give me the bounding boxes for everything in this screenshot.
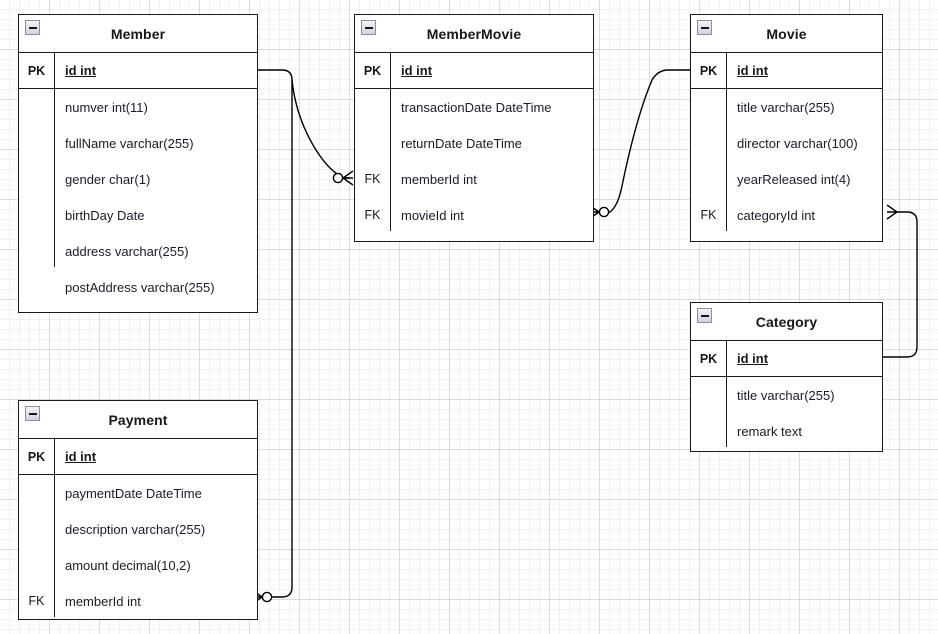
key-label: PK bbox=[699, 351, 718, 366]
entity-bottom-padding bbox=[691, 449, 882, 463]
entity-bottom-padding bbox=[19, 305, 257, 319]
key-label: FK bbox=[28, 594, 45, 608]
entity-payment-fields: PK id int paymentDate DateTime descripti… bbox=[19, 439, 257, 619]
key-label: FK bbox=[700, 208, 717, 222]
entity-category[interactable]: Category PK id int title varchar(255) re… bbox=[690, 302, 883, 452]
column-divider bbox=[726, 341, 727, 447]
entity-category-title-bar[interactable]: Category bbox=[691, 303, 882, 341]
field-name: movieId int bbox=[401, 207, 464, 223]
field-name: memberId int bbox=[65, 593, 141, 609]
field-row-director[interactable]: director varchar(100) bbox=[691, 125, 882, 161]
field-row-remark[interactable]: remark text bbox=[691, 413, 882, 449]
field-name: postAddress varchar(255) bbox=[65, 279, 215, 295]
field-name: birthDay Date bbox=[65, 207, 145, 223]
field-name: title varchar(255) bbox=[737, 99, 835, 115]
field-name: memberId int bbox=[401, 171, 477, 187]
field-name: amount decimal(10,2) bbox=[65, 557, 191, 573]
entity-member-title-bar[interactable]: Member bbox=[19, 15, 257, 53]
entity-member-name: Member bbox=[110, 25, 166, 42]
field-name: id int bbox=[65, 63, 97, 78]
entity-bottom-padding bbox=[355, 233, 593, 247]
column-divider bbox=[54, 439, 55, 617]
entity-movie-fields: PK id int title varchar(255) director va… bbox=[691, 53, 882, 247]
entity-member-fields: PK id int numver int(11) fullName varcha… bbox=[19, 53, 257, 319]
field-name: yearReleased int(4) bbox=[737, 171, 851, 187]
field-row-memberid[interactable]: FK memberId int bbox=[355, 161, 593, 197]
field-row-numver[interactable]: numver int(11) bbox=[19, 89, 257, 125]
collapse-minus-icon[interactable] bbox=[697, 20, 712, 35]
field-row-id[interactable]: PK id int bbox=[691, 341, 882, 377]
field-row-returndate[interactable]: returnDate DateTime bbox=[355, 125, 593, 161]
field-name: fullName varchar(255) bbox=[65, 135, 194, 151]
collapse-minus-icon[interactable] bbox=[361, 20, 376, 35]
entity-movie-name: Movie bbox=[766, 25, 807, 42]
field-name: paymentDate DateTime bbox=[65, 485, 202, 501]
column-divider bbox=[54, 53, 55, 267]
field-row-id[interactable]: PK id int bbox=[19, 53, 257, 89]
field-row-categoryid[interactable]: FK categoryId int bbox=[691, 197, 882, 233]
entity-category-fields: PK id int title varchar(255) remark text bbox=[691, 341, 882, 463]
key-label: PK bbox=[363, 63, 382, 78]
entity-payment-title-bar[interactable]: Payment bbox=[19, 401, 257, 439]
field-row-id[interactable]: PK id int bbox=[19, 439, 257, 475]
field-name: address varchar(255) bbox=[65, 243, 189, 259]
field-name: transactionDate DateTime bbox=[401, 99, 552, 115]
field-name: gender char(1) bbox=[65, 171, 151, 187]
field-row-amount[interactable]: amount decimal(10,2) bbox=[19, 547, 257, 583]
field-row-title[interactable]: title varchar(255) bbox=[691, 89, 882, 125]
entity-payment[interactable]: Payment PK id int paymentDate DateTime d… bbox=[18, 400, 258, 620]
entity-movie[interactable]: Movie PK id int title varchar(255) direc… bbox=[690, 14, 883, 242]
entity-membermovie-title-bar[interactable]: MemberMovie bbox=[355, 15, 593, 53]
field-name: id int bbox=[737, 351, 769, 366]
entity-movie-title-bar[interactable]: Movie bbox=[691, 15, 882, 53]
field-name: id int bbox=[65, 449, 97, 464]
key-label: FK bbox=[364, 208, 381, 222]
column-divider bbox=[726, 53, 727, 231]
field-name: id int bbox=[401, 63, 433, 78]
key-label: PK bbox=[27, 449, 46, 464]
field-row-movieid[interactable]: FK movieId int bbox=[355, 197, 593, 233]
field-row-gender[interactable]: gender char(1) bbox=[19, 161, 257, 197]
field-row-description[interactable]: description varchar(255) bbox=[19, 511, 257, 547]
field-row-memberid[interactable]: FK memberId int bbox=[19, 583, 257, 619]
field-row-birthday[interactable]: birthDay Date bbox=[19, 197, 257, 233]
field-row-paymentdate[interactable]: paymentDate DateTime bbox=[19, 475, 257, 511]
field-row-yearreleased[interactable]: yearReleased int(4) bbox=[691, 161, 882, 197]
field-name: categoryId int bbox=[737, 207, 816, 223]
collapse-minus-icon[interactable] bbox=[697, 308, 712, 323]
field-name: returnDate DateTime bbox=[401, 135, 522, 151]
key-label: PK bbox=[699, 63, 718, 78]
key-label: FK bbox=[364, 172, 381, 186]
relationship-movie-membermovie[interactable] bbox=[588, 69, 690, 220]
relationship-member-payment[interactable] bbox=[251, 130, 293, 605]
field-row-id[interactable]: PK id int bbox=[355, 53, 593, 89]
entity-membermovie-fields: PK id int transactionDate DateTime retur… bbox=[355, 53, 593, 247]
field-name: numver int(11) bbox=[65, 99, 148, 115]
entity-category-name: Category bbox=[755, 313, 818, 330]
entity-membermovie[interactable]: MemberMovie PK id int transactionDate Da… bbox=[354, 14, 594, 242]
field-row-fullname[interactable]: fullName varchar(255) bbox=[19, 125, 257, 161]
field-row-id[interactable]: PK id int bbox=[691, 53, 882, 89]
field-row-address[interactable]: address varchar(255) bbox=[19, 233, 257, 269]
field-row-postaddress[interactable]: postAddress varchar(255) bbox=[19, 269, 257, 305]
entity-bottom-padding bbox=[691, 233, 882, 247]
key-label: PK bbox=[27, 63, 46, 78]
field-name: title varchar(255) bbox=[737, 387, 835, 403]
entity-membermovie-name: MemberMovie bbox=[426, 25, 522, 42]
field-name: remark text bbox=[737, 423, 803, 439]
field-name: description varchar(255) bbox=[65, 521, 206, 537]
entity-member[interactable]: Member PK id int numver int(11) fullName… bbox=[18, 14, 258, 313]
relationship-movie-category[interactable] bbox=[883, 204, 918, 358]
relationship-member-membermovie[interactable] bbox=[258, 69, 354, 186]
field-row-title[interactable]: title varchar(255) bbox=[691, 377, 882, 413]
field-name: id int bbox=[737, 63, 769, 78]
field-name: director varchar(100) bbox=[737, 135, 858, 151]
entity-payment-name: Payment bbox=[108, 411, 168, 428]
collapse-minus-icon[interactable] bbox=[25, 406, 40, 421]
column-divider bbox=[390, 53, 391, 231]
field-row-transactiondate[interactable]: transactionDate DateTime bbox=[355, 89, 593, 125]
collapse-minus-icon[interactable] bbox=[25, 20, 40, 35]
